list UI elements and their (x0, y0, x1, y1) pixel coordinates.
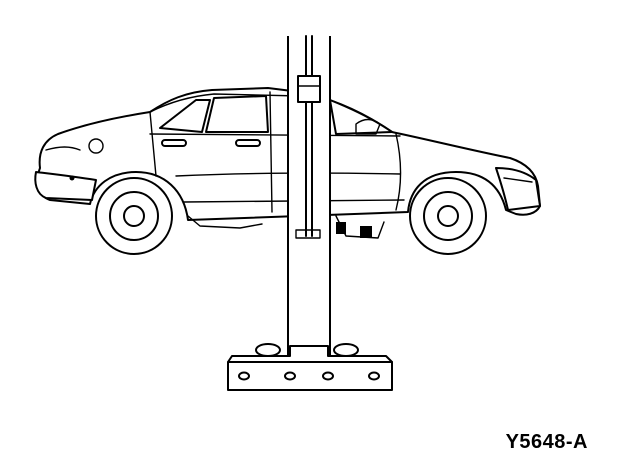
front-wheel (409, 177, 487, 255)
lift-base (227, 343, 393, 391)
lift-post (287, 35, 331, 361)
figure-reference-code: Y5648-A (505, 431, 588, 453)
rear-wheel (95, 177, 173, 255)
